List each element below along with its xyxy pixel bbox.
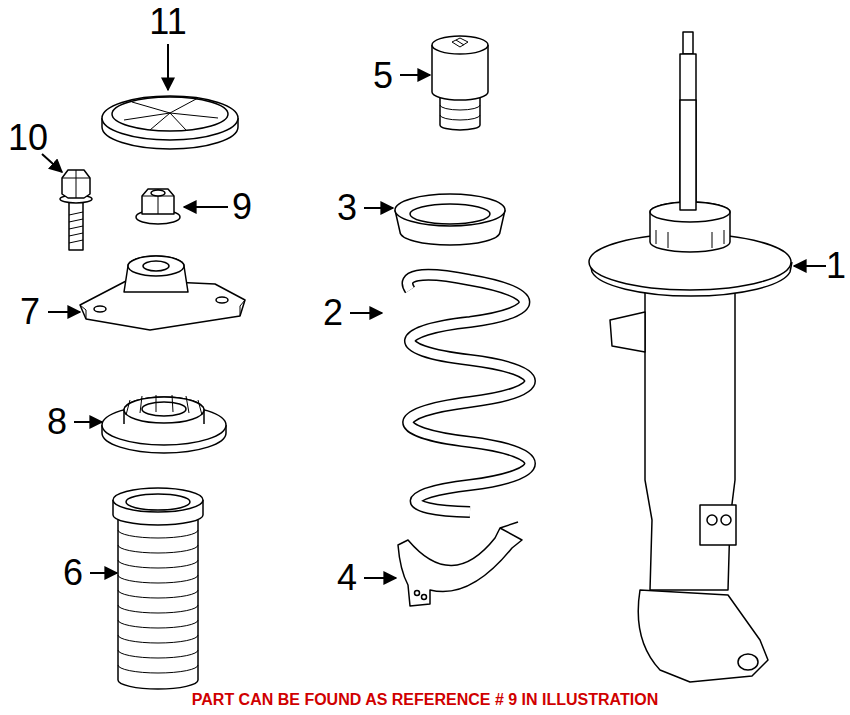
- drawing-part: [142, 402, 186, 416]
- drawing-part: [645, 290, 735, 590]
- drawing-part: [408, 275, 531, 512]
- drawing-part: [794, 265, 826, 267]
- drawing-part: [721, 515, 731, 525]
- drawing-part: [440, 105, 480, 120]
- callout-number: 6: [63, 555, 83, 591]
- drawing-part: [124, 397, 204, 423]
- drawing-part: [62, 170, 90, 198]
- drawing-part: [128, 256, 184, 276]
- drawing-part: [400, 74, 430, 76]
- strut-assembly: [589, 32, 792, 682]
- drawing-part: [656, 230, 724, 248]
- drawing-part: [680, 100, 696, 210]
- drawing-part: [62, 170, 90, 198]
- drawing-part: [398, 528, 522, 606]
- drawing-part: [142, 189, 174, 214]
- drawing-part: [118, 530, 198, 673]
- drawing-part: [112, 97, 228, 131]
- drawing-part: [500, 522, 518, 528]
- drawing-part: [74, 421, 102, 423]
- drawing-part: [69, 212, 83, 243]
- drawing-part: [638, 590, 768, 682]
- drawing-part: [364, 207, 393, 209]
- top-mount-cap: [102, 96, 238, 149]
- drawing-part: [408, 275, 531, 512]
- callout-number: 1: [826, 248, 846, 284]
- callout-number: 5: [373, 58, 393, 94]
- drawing-part: [126, 494, 190, 510]
- callout-number: 3: [337, 190, 357, 226]
- callout-number: 4: [337, 560, 357, 596]
- drawing-part: [143, 261, 169, 271]
- drawing-part: [118, 515, 198, 689]
- drawing-part: [408, 275, 531, 512]
- drawing-part: [415, 591, 420, 596]
- drawing-part: [452, 38, 468, 47]
- drawing-part: [422, 595, 427, 600]
- flange-nut: [136, 189, 180, 224]
- drawing-part: [94, 306, 106, 312]
- callout-number: 10: [8, 120, 48, 156]
- drawing-part: [707, 515, 717, 525]
- drawing-part: [184, 206, 228, 208]
- drawing-part: [126, 395, 202, 415]
- leader-arrows: [42, 44, 826, 578]
- drawing-part: [395, 194, 505, 226]
- callout-number: 8: [47, 404, 67, 440]
- drawing-part: [102, 96, 238, 140]
- drawing-part: [738, 654, 758, 670]
- callout-number: 9: [232, 189, 252, 225]
- spring-seat: [395, 194, 505, 245]
- dust-boot: [113, 488, 203, 689]
- drawing-part: [610, 312, 645, 352]
- drawing-part: [151, 190, 165, 196]
- drawing-part: [680, 54, 696, 214]
- callout-number: 7: [20, 294, 40, 330]
- drawing-part: [124, 397, 204, 424]
- drawing-part: [216, 297, 228, 303]
- drawing-part: [410, 204, 490, 224]
- drawing-part: [683, 32, 693, 54]
- strut-bearing: [102, 395, 226, 453]
- coil-spring: [408, 275, 531, 512]
- drawing-part: [364, 577, 396, 579]
- strut-mount: [80, 256, 245, 330]
- drawing-part: [142, 189, 174, 214]
- drawing-part: [113, 488, 203, 512]
- bump-stop: [432, 36, 488, 130]
- drawing-part: [69, 200, 83, 250]
- drawing-part: [432, 36, 488, 54]
- spring-bracket: [398, 522, 522, 606]
- drawing-part: [350, 312, 382, 314]
- drawing-part: [124, 98, 218, 130]
- drawing-part: [700, 505, 736, 545]
- drawing-part: [167, 44, 169, 90]
- drawing-part: [42, 154, 62, 172]
- callout-number: 11: [149, 4, 186, 40]
- drawing-part: [408, 275, 531, 512]
- note-text: PART CAN BE FOUND AS REFERENCE # 9 IN IL…: [192, 692, 658, 708]
- drawing-part: [60, 32, 792, 689]
- drawing-part: [90, 572, 117, 574]
- callout-number: 2: [323, 295, 343, 331]
- bolt: [60, 170, 92, 250]
- drawing-part: [48, 311, 80, 313]
- drawing-part: [124, 256, 188, 292]
